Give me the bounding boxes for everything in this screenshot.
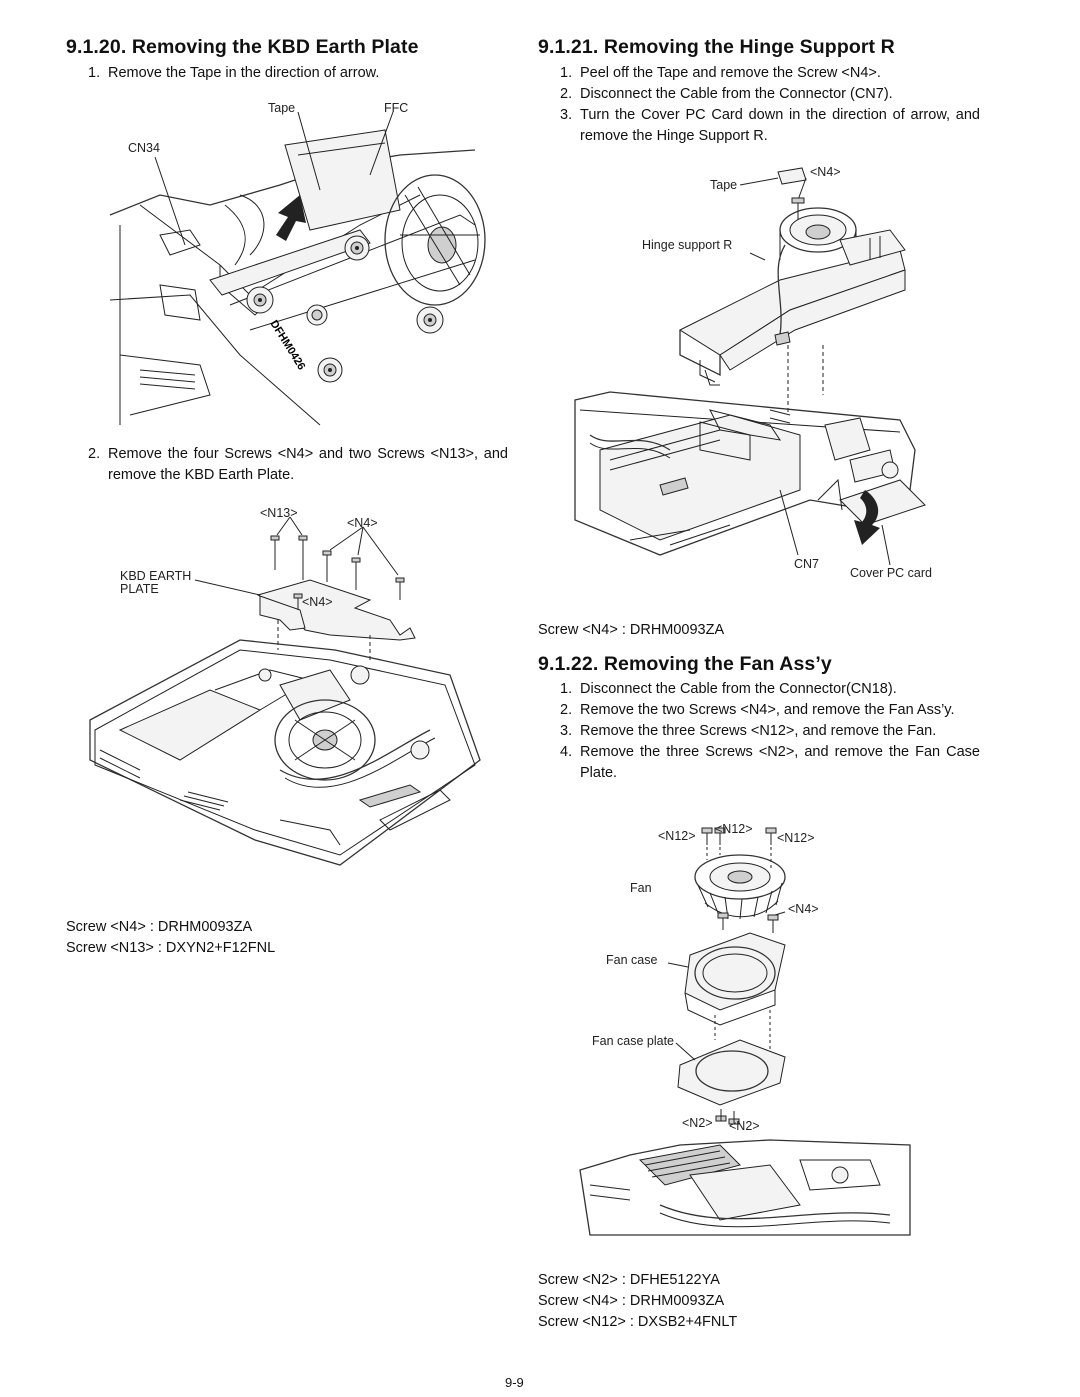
list-item: 3.Turn the Cover PC Card down in the dir…: [560, 107, 980, 144]
label-n12-a: <N12>: [658, 829, 696, 843]
label-fan-case: Fan case: [606, 953, 658, 967]
label-cn7: CN7: [794, 557, 820, 571]
figure-kbd-earth-plate: <N13> <N4> KBD EARTH PLATE <N4>: [80, 500, 490, 880]
label-kbd-earth: KBD EARTH: [120, 569, 192, 583]
label-n12-b: <N12>: [715, 822, 753, 836]
screw-icon: [715, 1109, 740, 1125]
label-n4: <N4>: [788, 902, 819, 916]
label-tape: Tape: [710, 178, 738, 192]
screw-spec-n12: Screw <N12> : DXSB2+4FNLT: [538, 1314, 738, 1330]
section-title-kbd-earth-plate: 9.1.20. Removing the KBD Earth Plate: [66, 36, 419, 58]
label-fan: Fan: [630, 881, 652, 895]
list-item: 2.Disconnect the Cable from the Connecto…: [560, 86, 893, 102]
label-n4-top: <N4>: [347, 516, 378, 530]
label-cn34: CN34: [128, 141, 160, 155]
label-fan-case-plate: Fan case plate: [592, 1034, 674, 1048]
screw-icon: [791, 197, 805, 220]
page-number: 9-9: [505, 1375, 524, 1390]
screw-spec-n4-fan: Screw <N4> : DRHM0093ZA: [538, 1293, 725, 1309]
list-item: 2.Remove the two Screws <N4>, and remove…: [560, 702, 955, 718]
kbd-steps-2: 2.Remove the four Screws <N4> and two Sc…: [88, 444, 508, 486]
kbd-earth-plate-drawing: [89, 516, 481, 866]
label-n4: <N4>: [810, 165, 841, 179]
label-plate: PLATE: [120, 582, 159, 596]
list-item: 1.Peel off the Tape and remove the Screw…: [560, 65, 881, 81]
list-item: 1.Remove the Tape in the direction of ar…: [88, 65, 380, 81]
list-item: 1.Disconnect the Cable from the Connecto…: [560, 681, 897, 697]
screw-icon: [701, 827, 777, 845]
screw-spec-n2: Screw <N2> : DFHE5122YA: [538, 1272, 720, 1288]
list-item: 2.Remove the four Screws <N4> and two Sc…: [88, 446, 508, 483]
label-n4-mid: <N4>: [302, 595, 333, 609]
fan-steps: 1.Disconnect the Cable from the Connecto…: [560, 679, 980, 784]
screw-icon: [717, 912, 779, 933]
label-tape: Tape: [268, 101, 296, 115]
screw-icon: [270, 535, 405, 610]
screw-icon: [246, 286, 274, 314]
screw-spec-n13: Screw <N13> : DXYN2+F12FNL: [66, 940, 276, 956]
section-title-fan-assy: 9.1.22. Removing the Fan Ass’y: [538, 653, 832, 675]
hinge-support-drawing: [574, 167, 926, 566]
part-code-label: DFHM0426: [267, 318, 307, 372]
figure-fan-assy: <N12> <N12> <N12> Fan <N4> Fan case Fan …: [570, 815, 920, 1236]
kbd-steps-1: 1.Remove the Tape in the direction of ar…: [88, 63, 508, 84]
hinge-steps: 1.Peel off the Tape and remove the Screw…: [560, 63, 980, 147]
label-n12-c: <N12>: [777, 831, 815, 845]
screw-icon: [416, 306, 444, 334]
screw-spec-n4-hinge: Screw <N4> : DRHM0093ZA: [538, 622, 725, 638]
label-hinge-support: Hinge support R: [642, 238, 733, 252]
screw-icon: [317, 357, 343, 383]
label-cover-pc-card: Cover PC card: [850, 566, 932, 580]
fan-assy-drawing: [579, 827, 911, 1236]
list-item: 3.Remove the three Screws <N12>, and rem…: [560, 723, 937, 739]
figure-hinge-support: Tape <N4> Hinge support R CN7 Cover PC c…: [570, 160, 950, 585]
screw-icon: [306, 304, 328, 326]
tape-removal-drawing: DFHM0426: [109, 111, 486, 426]
label-n2-a: <N2>: [682, 1116, 713, 1130]
screw-spec-n4: Screw <N4> : DRHM0093ZA: [66, 919, 253, 935]
screw-icon: [344, 235, 370, 261]
label-n2-b: <N2>: [729, 1119, 760, 1133]
label-n13: <N13>: [260, 506, 298, 520]
section-title-hinge-support: 9.1.21. Removing the Hinge Support R: [538, 36, 895, 58]
label-ffc: FFC: [384, 101, 409, 115]
figure-tape-removal: DFHM0426 Tape FFC CN34: [100, 95, 486, 435]
list-item: 4.Remove the three Screws <N2>, and remo…: [560, 744, 980, 781]
